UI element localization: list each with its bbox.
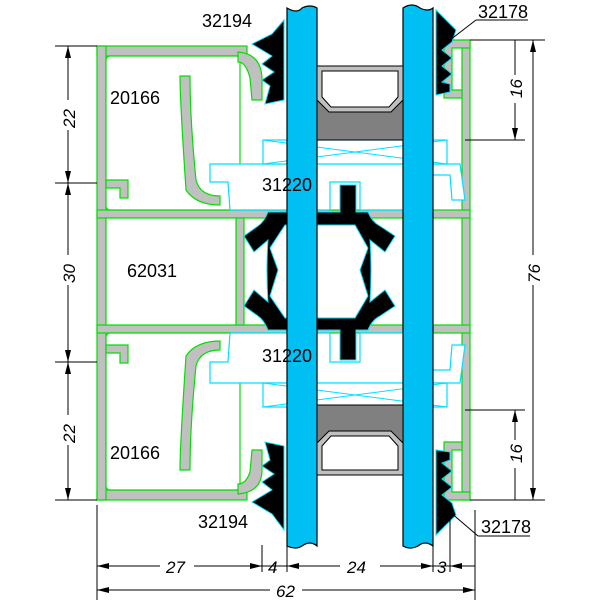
dim-bottom-total: 62 xyxy=(276,582,295,600)
dim-bottom-27: 27 xyxy=(165,558,185,577)
label-bead-bottom: 31220 xyxy=(262,346,312,366)
leader-line-bottom xyxy=(449,511,530,537)
leader-line-top xyxy=(449,19,528,41)
glass-panes xyxy=(286,4,434,549)
label-sash-top: 20166 xyxy=(110,88,160,108)
label-gasket-inner-top: 32178 xyxy=(478,2,528,22)
dim-left-middle: 30 xyxy=(60,264,79,283)
dim-right-bottom: 16 xyxy=(507,444,526,463)
label-bead-top: 31220 xyxy=(262,175,312,195)
label-sash-bottom: 20166 xyxy=(110,443,160,463)
dim-bottom-4: 4 xyxy=(268,558,277,577)
dim-right-total: 76 xyxy=(525,264,544,283)
label-mullion: 62031 xyxy=(127,261,177,281)
gasket-inner-top xyxy=(435,8,457,96)
gaskets xyxy=(250,8,457,537)
label-gasket-inner-bottom: 32178 xyxy=(481,517,531,537)
dim-bottom-24: 24 xyxy=(346,558,366,577)
label-gasket-outer-top: 32194 xyxy=(202,11,252,31)
dim-left-bottom: 22 xyxy=(60,424,79,444)
dimension-lines xyxy=(55,39,545,600)
dim-left-top: 22 xyxy=(60,109,79,129)
dim-bottom-3: 3 xyxy=(437,558,447,577)
gasket-outer-top xyxy=(250,18,285,105)
label-gasket-outer-bottom: 32194 xyxy=(198,512,248,532)
gasket-outer-bottom xyxy=(251,441,285,532)
dim-right-top: 16 xyxy=(507,79,526,98)
gasket-inner-bottom xyxy=(435,449,457,537)
